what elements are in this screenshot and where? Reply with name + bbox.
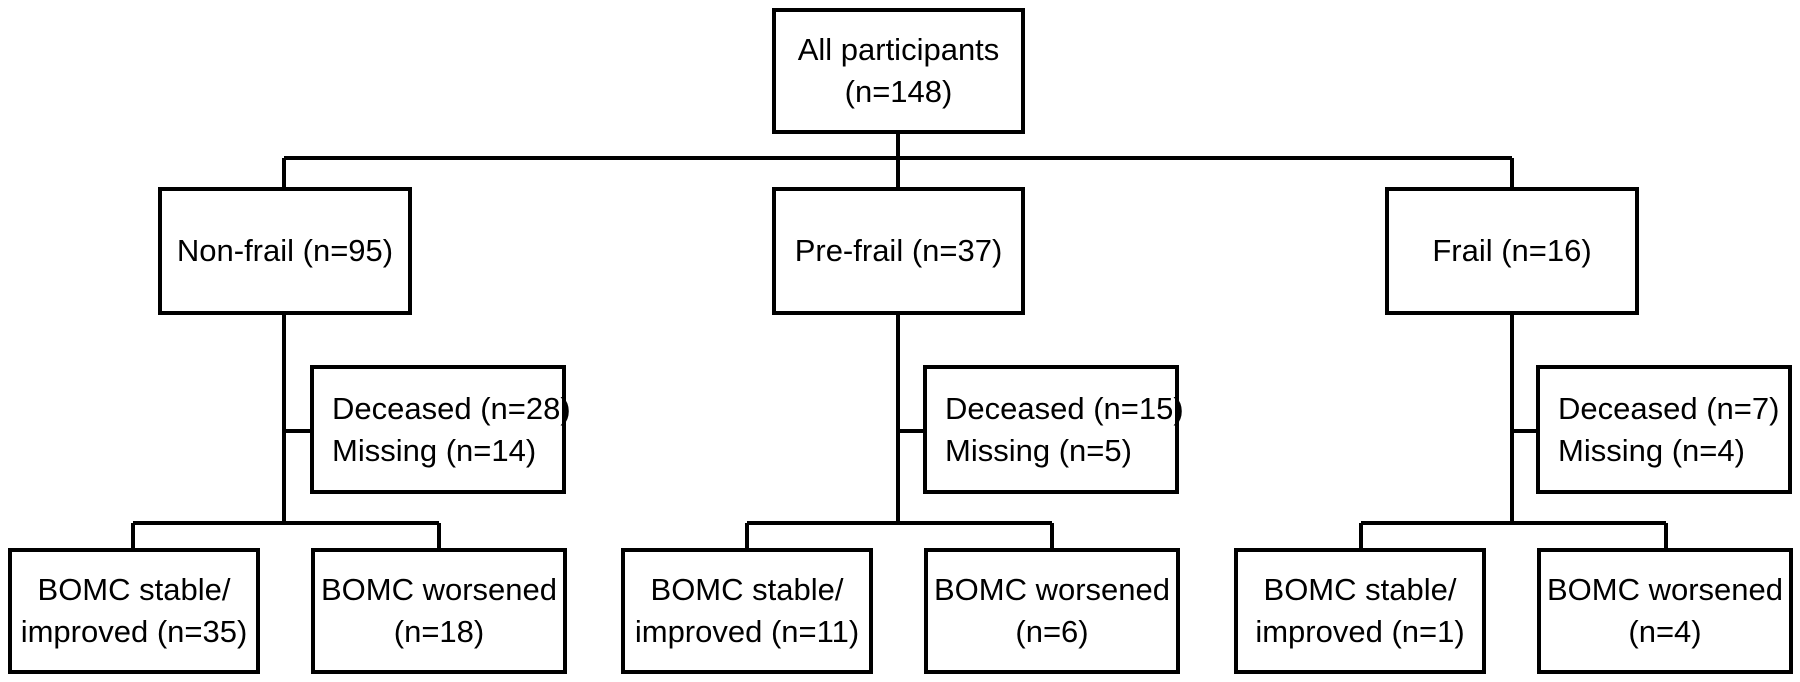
exclusion-box-pre-frail: Deceased (n=15) Missing (n=5) (923, 365, 1184, 494)
outcome-worsened-non-frail: BOMC worsened (n=18) (311, 548, 567, 674)
outcome-worsened-pre-frail: BOMC worsened (n=6) (924, 548, 1180, 674)
outcome-stable-non-frail: BOMC stable/ improved (n=35) (8, 548, 260, 674)
root-count: (n=148) (844, 74, 953, 109)
root-box: All participants (n=148) (772, 8, 1025, 134)
missing-count: Missing (n=5) (945, 432, 1132, 468)
deceased-count: Deceased (n=15) (945, 390, 1184, 426)
outcome-label: BOMC worsened (320, 572, 558, 608)
missing-count: Missing (n=4) (1558, 432, 1745, 468)
deceased-count: Deceased (n=7) (1558, 390, 1780, 426)
group-box-pre-frail: Pre-frail (n=37) (772, 187, 1025, 315)
outcome-stable-frail: BOMC stable/ improved (n=1) (1234, 548, 1486, 674)
exclusion-box-non-frail: Deceased (n=28) Missing (n=14) (310, 365, 571, 494)
root-title: All participants (797, 32, 1000, 68)
outcome-count: (n=18) (393, 614, 485, 649)
group-label: Frail (n=16) (1432, 233, 1592, 269)
outcome-stable-pre-frail: BOMC stable/ improved (n=11) (621, 548, 873, 674)
outcome-label: BOMC worsened (1546, 572, 1784, 608)
outcome-label: BOMC worsened (933, 572, 1171, 608)
group-box-non-frail: Non-frail (n=95) (158, 187, 412, 315)
outcome-label: BOMC stable/ (650, 572, 844, 608)
group-label: Pre-frail (n=37) (794, 233, 1003, 269)
outcome-count: (n=6) (1015, 614, 1089, 649)
group-box-frail: Frail (n=16) (1385, 187, 1639, 315)
group-label: Non-frail (n=95) (176, 233, 394, 269)
outcome-count: improved (n=1) (1255, 614, 1465, 649)
exclusion-box-frail: Deceased (n=7) Missing (n=4) (1536, 365, 1792, 494)
outcome-label: BOMC stable/ (1263, 572, 1457, 608)
missing-count: Missing (n=14) (332, 432, 537, 468)
outcome-worsened-frail: BOMC worsened (n=4) (1537, 548, 1793, 674)
outcome-count: (n=4) (1628, 614, 1702, 649)
outcome-count: improved (n=35) (20, 614, 248, 649)
deceased-count: Deceased (n=28) (332, 390, 571, 426)
outcome-count: improved (n=11) (634, 614, 860, 649)
outcome-label: BOMC stable/ (37, 572, 231, 608)
